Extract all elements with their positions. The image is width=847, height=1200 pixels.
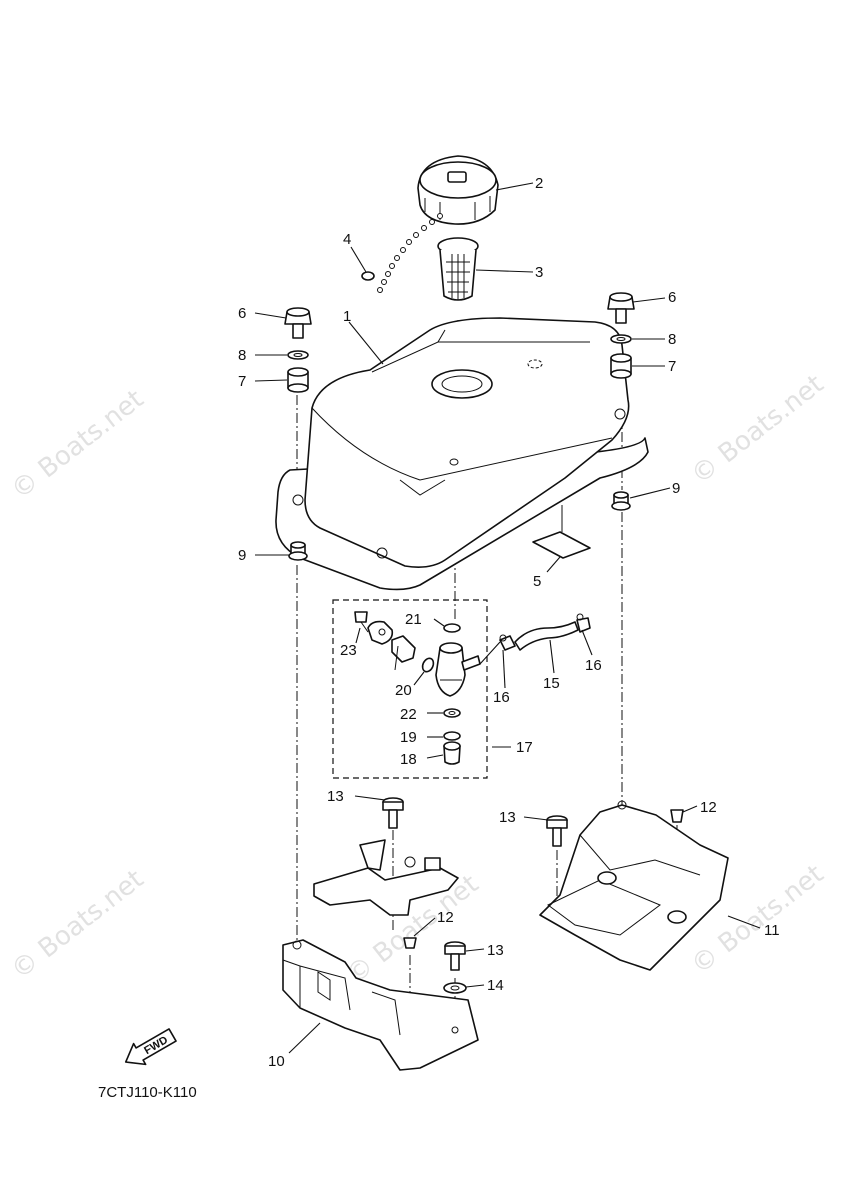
callout-15: 15: [543, 675, 560, 692]
callout-13: 13: [327, 788, 344, 805]
callout-3: 3: [535, 264, 543, 281]
callout-8: 8: [668, 331, 676, 348]
fuel-cock-assembly: [332, 599, 488, 779]
fuel-hose: [499, 613, 591, 651]
callout-7: 7: [238, 373, 246, 390]
callout-9: 9: [238, 547, 246, 564]
callout-7: 7: [668, 358, 676, 375]
callout-21: 21: [405, 611, 422, 628]
callout-16: 16: [493, 689, 510, 706]
callout-17: 17: [516, 739, 533, 756]
callout-13: 13: [499, 809, 516, 826]
leader-lines: [254, 182, 761, 1054]
callout-2: 2: [535, 175, 543, 192]
callout-6: 6: [668, 289, 676, 306]
callout-19: 19: [400, 729, 417, 746]
fuel-strainer: [437, 237, 479, 301]
callout-20: 20: [395, 682, 412, 699]
callout-5: 5: [533, 573, 541, 590]
callout-labels: 1 2 3 4 5 6 6 7 7 8 8 9 9 10 11 12 12 13…: [238, 175, 780, 1070]
callout-6: 6: [238, 305, 246, 322]
callout-12: 12: [700, 799, 717, 816]
tank-pad: [532, 505, 591, 559]
fwd-label: FWD: [142, 1034, 170, 1057]
callout-11: 11: [764, 922, 780, 939]
right-mount-hardware: [607, 292, 635, 511]
diagram-reference-code: 7CTJ110-K110: [98, 1084, 197, 1101]
left-mount-hardware: [284, 307, 312, 561]
callout-18: 18: [400, 751, 417, 768]
cap-chain: [361, 213, 443, 293]
callout-12: 12: [437, 909, 454, 926]
tank-bracket-left: [282, 939, 479, 1071]
watermark: © Boats.net: [686, 369, 829, 490]
fuel-cap: [417, 155, 499, 225]
watermark: © Boats.net: [6, 864, 149, 985]
callout-8: 8: [238, 347, 246, 364]
callout-10: 10: [268, 1053, 285, 1070]
fuel-tank: [275, 317, 649, 591]
watermark: © Boats.net: [6, 384, 149, 505]
callout-23: 23: [340, 642, 357, 659]
bolts-lower: [382, 797, 684, 994]
callout-13: 13: [487, 942, 504, 959]
callout-4: 4: [343, 231, 351, 248]
callout-1: 1: [343, 308, 351, 325]
callout-16: 16: [585, 657, 602, 674]
tank-plate-right: [539, 800, 729, 971]
callout-22: 22: [400, 706, 417, 723]
center-bracket: [313, 839, 459, 916]
callout-9: 9: [672, 480, 680, 497]
callout-14: 14: [487, 977, 504, 994]
forward-direction-arrow: FWD: [124, 1028, 177, 1066]
